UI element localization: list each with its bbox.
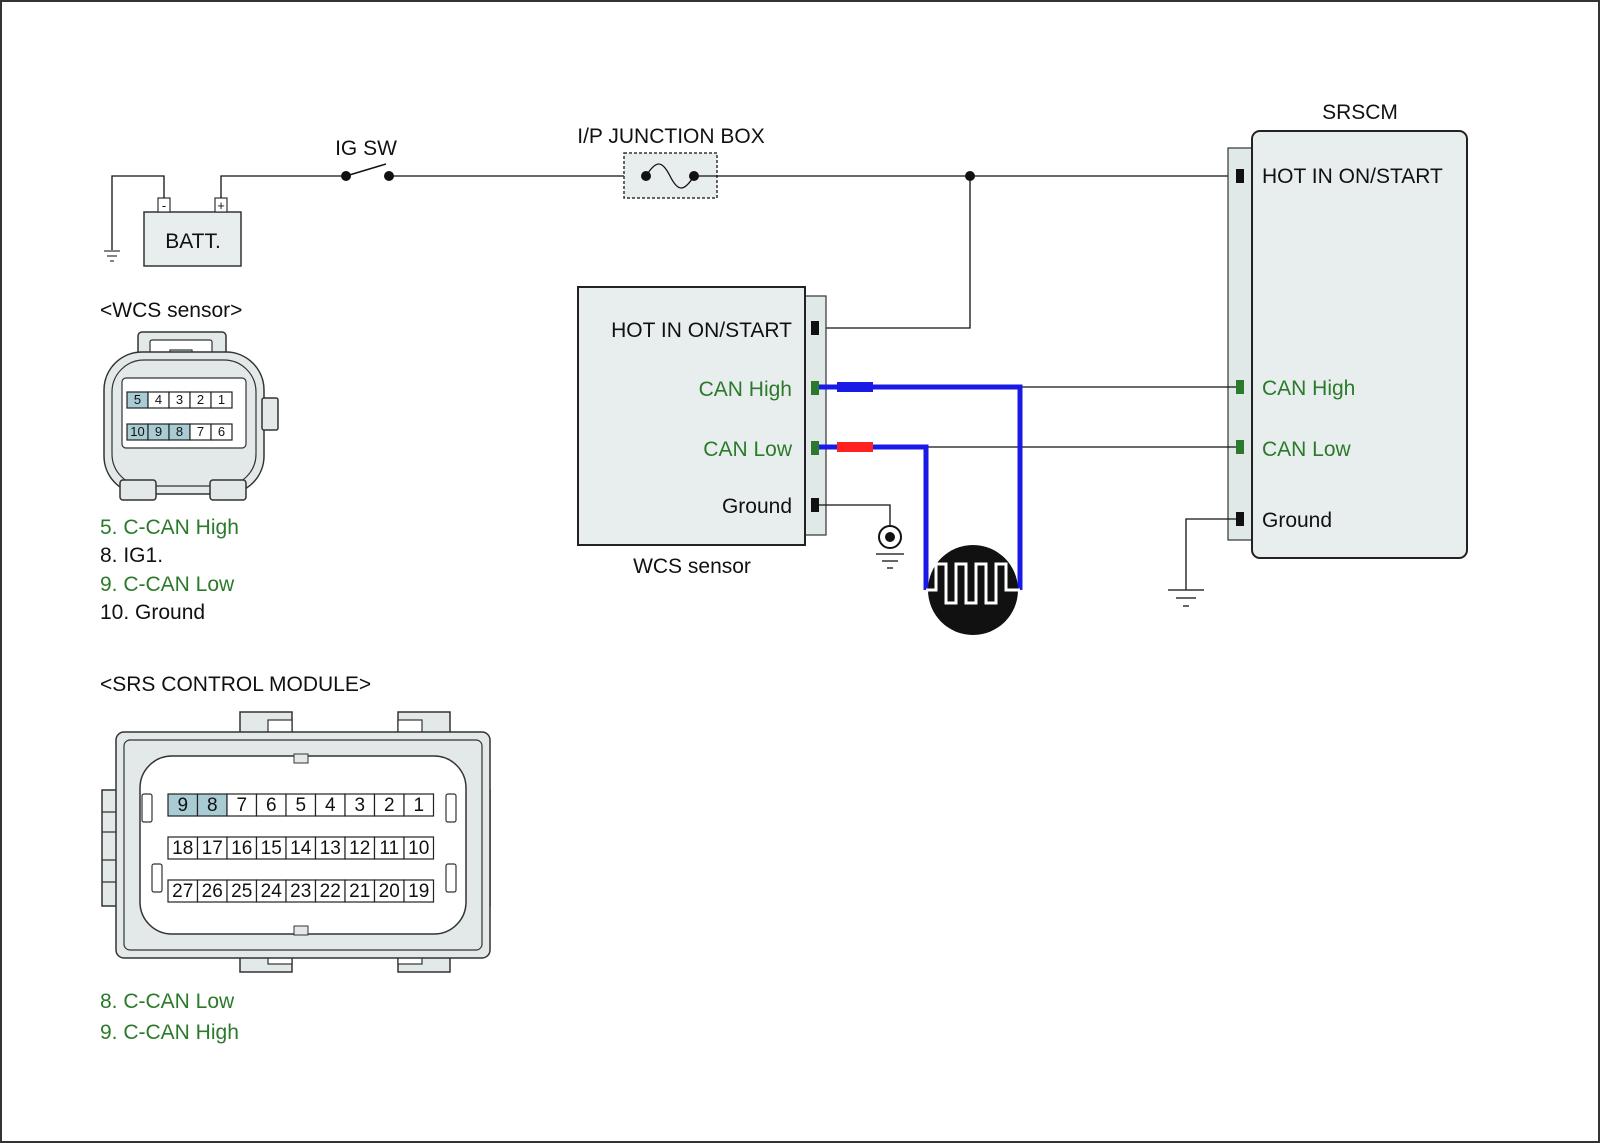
wcs-label-ground: Ground — [722, 495, 792, 518]
srs-pin-label: 11 — [379, 838, 399, 859]
srs-connector-title: <SRS CONTROL MODULE> — [100, 673, 371, 696]
wcs-pin-label: 3 — [176, 392, 183, 407]
srs-pin-label: 19 — [408, 881, 429, 902]
battery-ground-icon — [104, 250, 120, 262]
srs-legend-item: 9. C-CAN High — [100, 1021, 239, 1044]
wcs-pin-label: 8 — [176, 424, 183, 439]
srs-pin-label: 20 — [379, 881, 400, 902]
srs-pin-label: 12 — [349, 838, 370, 859]
srscm-label-hot: HOT IN ON/START — [1262, 165, 1443, 188]
wcs-connector-title: <WCS sensor> — [100, 299, 242, 322]
wcs-label-can-high: CAN High — [699, 378, 792, 401]
wcs-pin-label: 7 — [197, 424, 204, 439]
srscm-pin-ground — [1236, 512, 1244, 526]
can-low-marker — [837, 442, 873, 452]
srscm-ground-icon — [1168, 589, 1204, 607]
ig-switch-label: IG SW — [335, 137, 397, 160]
srs-pin-label: 17 — [202, 838, 223, 859]
wcs-pin-can-low — [811, 441, 819, 455]
wcs-legend-item: 5. C-CAN High — [100, 516, 239, 539]
oscilloscope-signal-icon — [926, 545, 1020, 635]
srs-pin-label: 25 — [231, 881, 252, 902]
wcs-pin-label: 1 — [218, 392, 225, 407]
wcs-legend-item: 10. Ground — [100, 601, 205, 624]
wcs-pin-label: 4 — [155, 392, 162, 407]
srs-legend-item: 8. C-CAN Low — [100, 990, 235, 1013]
can-high-wire — [819, 384, 1023, 590]
wcs-label-can-low: CAN Low — [703, 438, 793, 461]
srs-pin-label: 16 — [231, 838, 252, 859]
srs-pin-label: 18 — [172, 838, 193, 859]
wcs-pin-ground — [811, 498, 819, 512]
srscm-connector-strip — [1227, 147, 1254, 541]
wcs-pin-hot — [811, 321, 819, 335]
wcs-ground-icon — [876, 525, 904, 569]
fuse-icon — [645, 163, 695, 189]
battery-ground-wire — [111, 175, 165, 250]
battery-body — [143, 211, 242, 267]
srscm-box — [1251, 130, 1468, 559]
srs-pin-label: 2 — [384, 795, 395, 816]
srs-pin-label: 24 — [261, 881, 283, 902]
srs-pin-10 — [403, 836, 435, 860]
srs-pin-label: 23 — [290, 881, 311, 902]
srscm-ground-wire — [1185, 518, 1236, 590]
battery-pos-sign: + — [217, 198, 225, 213]
srs-pin-label: 7 — [236, 795, 247, 816]
wcs-ground-wire — [819, 504, 891, 526]
srscm-label-ground: Ground — [1262, 509, 1332, 532]
srscm-label-can-high: CAN High — [1262, 377, 1355, 400]
battery-label: BATT. — [165, 230, 221, 253]
wcs-pin-6 — [210, 423, 233, 441]
srs-pin-label: 8 — [207, 795, 218, 816]
srs-pin-label: 4 — [325, 795, 336, 816]
srs-pin-1 — [403, 793, 435, 817]
srs-pin-label: 14 — [290, 838, 312, 859]
srs-pin-label: 6 — [266, 795, 277, 816]
wcs-pin-1 — [210, 391, 233, 409]
srs-pin-label: 21 — [349, 881, 370, 902]
battery-positive-wire — [220, 175, 345, 198]
srs-pin-label: 22 — [320, 881, 341, 902]
srscm-pin-can-low — [1236, 440, 1244, 454]
srscm-pin-can-high — [1236, 380, 1244, 394]
srscm-pin-hot — [1236, 169, 1244, 183]
srscm-title: SRSCM — [1322, 101, 1398, 124]
wcs-label-hot: HOT IN ON/START — [611, 319, 792, 342]
battery-neg-sign: - — [162, 198, 166, 213]
wcs-module-box — [577, 286, 806, 546]
srs-pin-label: 13 — [320, 838, 341, 859]
srs-pin-label: 9 — [177, 795, 188, 816]
wcs-pin-label: 9 — [155, 424, 162, 439]
wcs-legend-item: 8. IG1. — [100, 544, 163, 567]
junction-box-label: I/P JUNCTION BOX — [577, 125, 764, 148]
wcs-pin-can-high — [811, 381, 819, 395]
srs-pin-label: 26 — [202, 881, 223, 902]
wcs-pin-label: 5 — [134, 392, 141, 407]
srs-pin-label: 27 — [172, 881, 193, 902]
wcs-pin-label: 6 — [218, 424, 225, 439]
srs-pin-label: 5 — [295, 795, 306, 816]
wcs-module-caption: WCS sensor — [633, 555, 751, 578]
srscm-label-can-low: CAN Low — [1262, 438, 1352, 461]
srs-pin-label: 10 — [408, 838, 429, 859]
srs-pin-label: 15 — [261, 838, 282, 859]
srs-pin-19 — [403, 879, 435, 903]
wcs-pin-label: 10 — [130, 424, 144, 439]
wcs-pin-label: 2 — [197, 392, 204, 407]
can-high-marker — [837, 382, 873, 392]
wcs-power-branch — [815, 176, 971, 329]
wcs-legend: 5. C-CAN High 8. IG1. 9. C-CAN Low 10. G… — [100, 516, 239, 624]
wcs-legend-item: 9. C-CAN Low — [100, 573, 235, 596]
srs-pin-label: 1 — [413, 795, 424, 816]
srs-legend: 8. C-CAN Low 9. C-CAN High — [100, 990, 239, 1044]
srs-pin-label: 3 — [354, 795, 365, 816]
ig-switch: IG SW — [335, 137, 397, 181]
